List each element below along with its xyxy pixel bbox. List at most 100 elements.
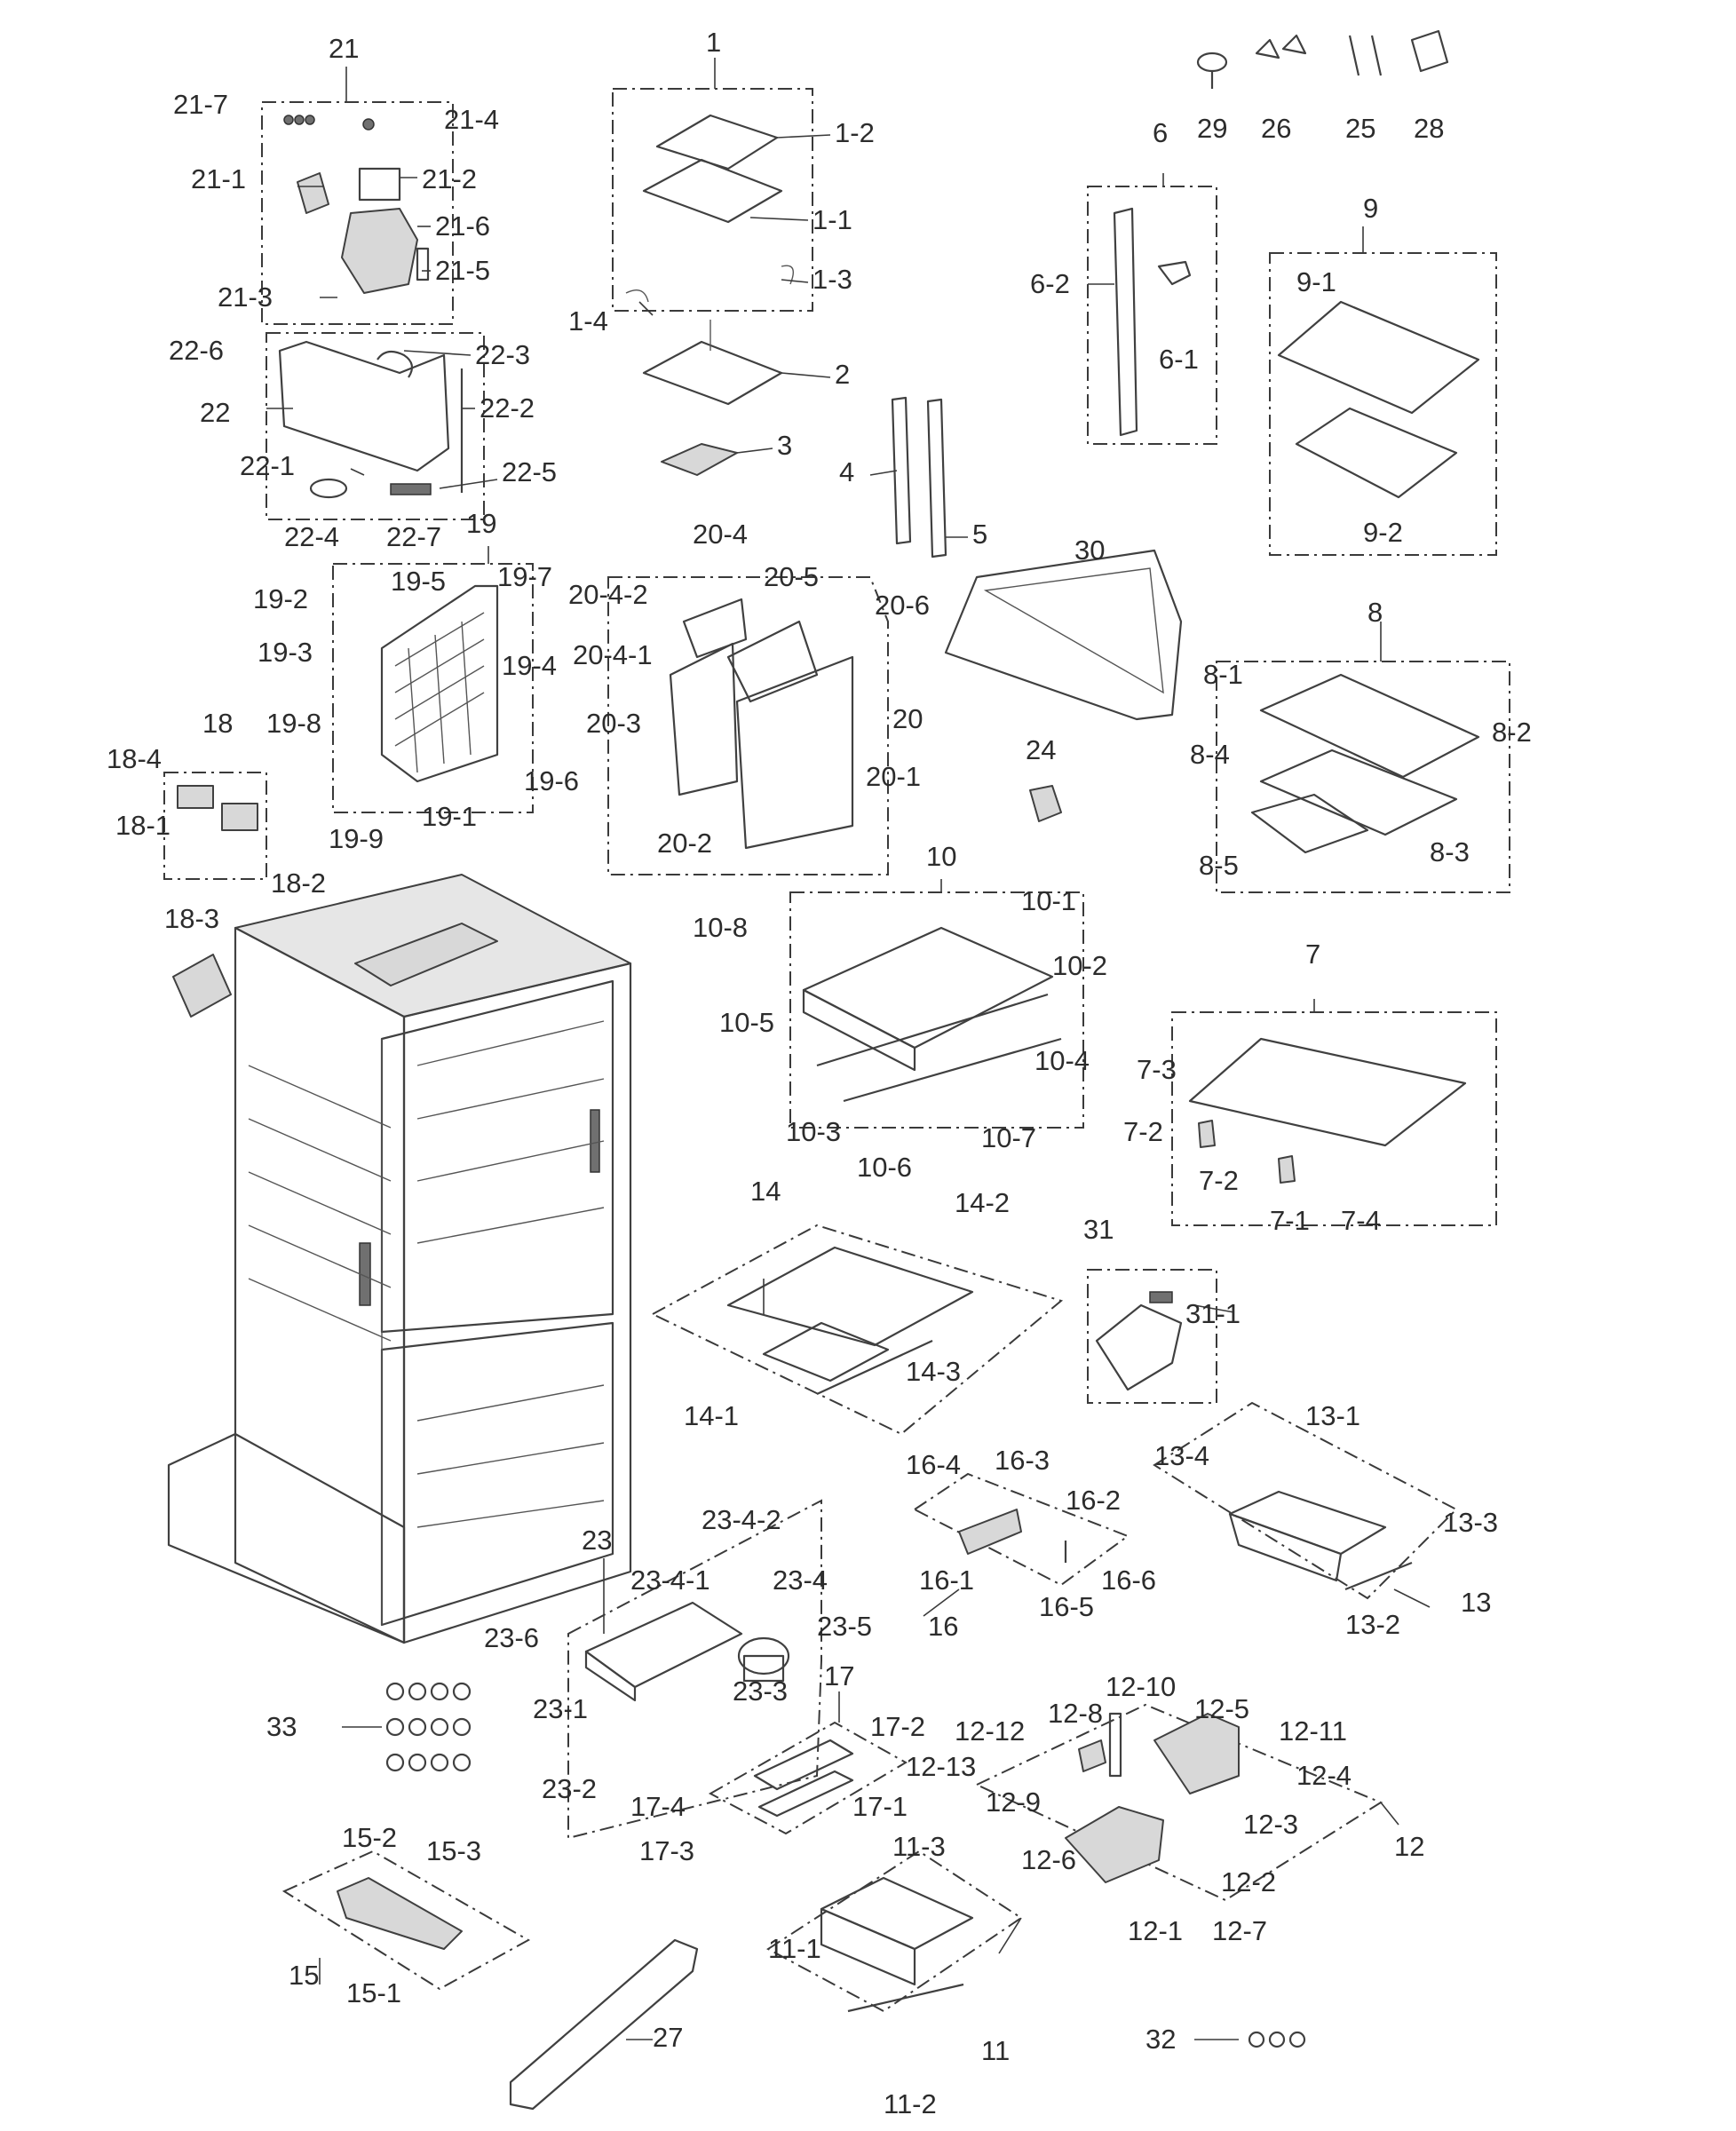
callout-12-4: 12-4 xyxy=(1296,1760,1352,1791)
group-box-22 xyxy=(266,332,485,520)
callout-20-4-2: 20-4-2 xyxy=(568,579,648,610)
group-box-6 xyxy=(1087,186,1217,445)
callout-20: 20 xyxy=(892,703,923,734)
group-box-23 xyxy=(567,1499,822,1840)
part-14-tray-drawing xyxy=(726,1246,974,1395)
callout-9: 9 xyxy=(1363,193,1378,224)
callout-2: 2 xyxy=(835,359,850,390)
callout-10-5: 10-5 xyxy=(719,1007,774,1038)
callout-16: 16 xyxy=(928,1611,958,1642)
callout-12-6: 12-6 xyxy=(1021,1844,1076,1875)
leader-lines xyxy=(266,58,1431,2040)
part-31-drawing xyxy=(1095,1291,1183,1391)
group-box-10 xyxy=(789,891,1084,1129)
callout-26: 26 xyxy=(1261,113,1291,144)
group-box-1 xyxy=(612,88,813,312)
callout-7-2a: 7-2 xyxy=(1123,1116,1163,1147)
callout-12-12: 12-12 xyxy=(955,1715,1025,1747)
callout-19-9: 19-9 xyxy=(329,823,384,854)
hardware-drawings xyxy=(385,29,1449,2048)
callout-19-3: 19-3 xyxy=(258,637,313,668)
callout-13-4: 13-4 xyxy=(1154,1440,1209,1471)
callout-23-4-2: 23-4-2 xyxy=(702,1504,781,1535)
callout-1: 1 xyxy=(706,27,721,58)
group-box-9 xyxy=(1269,252,1497,556)
callout-18-2: 18-2 xyxy=(271,867,326,899)
callout-8: 8 xyxy=(1367,597,1383,628)
callout-31-1: 31-1 xyxy=(1185,1298,1241,1329)
callout-12-3: 12-3 xyxy=(1243,1809,1298,1840)
callout-17: 17 xyxy=(824,1660,854,1691)
callout-22-3: 22-3 xyxy=(475,339,530,370)
callout-20-2: 20-2 xyxy=(657,828,712,859)
callout-17-4: 17-4 xyxy=(630,1791,686,1822)
callout-8-1: 8-1 xyxy=(1203,659,1243,690)
part-27-drawing xyxy=(509,1938,699,2111)
callout-21-6: 21-6 xyxy=(435,210,490,242)
callout-20-4-1: 20-4-1 xyxy=(573,639,653,670)
callout-8-4: 8-4 xyxy=(1190,739,1230,770)
callout-29: 29 xyxy=(1197,113,1227,144)
part-13-drawer-drawing xyxy=(1228,1490,1413,1591)
callout-10-7: 10-7 xyxy=(981,1122,1036,1153)
part-16-drawing xyxy=(958,1509,1067,1563)
callout-9-1: 9-1 xyxy=(1296,266,1336,297)
group-box-17 xyxy=(708,1721,908,1835)
callout-12-7: 12-7 xyxy=(1212,1915,1267,1946)
callout-11: 11 xyxy=(981,2035,1010,2066)
callout-5: 5 xyxy=(972,519,987,550)
callout-22-5: 22-5 xyxy=(502,456,557,487)
callout-19-4: 19-4 xyxy=(502,650,557,681)
callout-33: 33 xyxy=(266,1711,297,1742)
part-30-housing-drawing xyxy=(944,549,1183,721)
group-box-19 xyxy=(332,563,534,813)
part-20-evap-cover-drawing xyxy=(669,598,854,850)
callout-22-1: 22-1 xyxy=(240,450,295,481)
part-6-rail-drawing xyxy=(1113,207,1192,437)
callout-11-2: 11-2 xyxy=(884,2088,937,2119)
callout-23-5: 23-5 xyxy=(817,1611,872,1642)
callout-22-4: 22-4 xyxy=(284,521,339,552)
callout-24: 24 xyxy=(1026,734,1056,765)
group-box-7 xyxy=(1171,1011,1497,1226)
callout-17-2: 17-2 xyxy=(870,1711,925,1742)
callout-23: 23 xyxy=(582,1525,612,1556)
callout-23-2: 23-2 xyxy=(542,1773,597,1804)
callout-21-3: 21-3 xyxy=(218,281,273,313)
callout-22: 22 xyxy=(200,397,230,428)
callout-10-1: 10-1 xyxy=(1021,885,1076,916)
callout-23-1: 23-1 xyxy=(533,1693,588,1724)
callout-15-2: 15-2 xyxy=(342,1822,397,1853)
callout-15-1: 15-1 xyxy=(346,1977,401,2008)
callout-12-1: 12-1 xyxy=(1128,1915,1183,1946)
callout-16-3: 16-3 xyxy=(995,1445,1050,1476)
callout-1-3: 1-3 xyxy=(813,264,852,295)
part-18-drawing xyxy=(177,785,258,831)
callout-19: 19 xyxy=(466,508,496,539)
callout-16-6: 16-6 xyxy=(1101,1565,1156,1596)
callout-7-3: 7-3 xyxy=(1137,1054,1177,1085)
callout-12-5: 12-5 xyxy=(1194,1693,1249,1724)
callout-19-2: 19-2 xyxy=(253,583,308,614)
group-box-15 xyxy=(281,1850,531,1991)
callout-1-4: 1-4 xyxy=(568,305,608,337)
callout-21: 21 xyxy=(329,33,359,64)
callout-20-6: 20-6 xyxy=(875,590,930,621)
callout-12-11: 12-11 xyxy=(1279,1715,1347,1747)
callout-17-3: 17-3 xyxy=(639,1835,694,1866)
group-box-20 xyxy=(607,576,889,875)
callout-10-2: 10-2 xyxy=(1052,950,1107,981)
part-24-drawing xyxy=(1029,785,1062,822)
part-1-upper-cover-drawing xyxy=(625,114,794,476)
callout-1-2: 1-2 xyxy=(835,117,875,148)
callout-12-8: 12-8 xyxy=(1048,1698,1103,1729)
callout-21-5: 21-5 xyxy=(435,255,490,286)
callout-13-1: 13-1 xyxy=(1305,1400,1360,1431)
callout-31: 31 xyxy=(1083,1214,1114,1245)
callout-10-6: 10-6 xyxy=(857,1152,912,1183)
callout-23-6: 23-6 xyxy=(484,1622,539,1653)
callout-18-3: 18-3 xyxy=(164,903,219,934)
callout-19-6: 19-6 xyxy=(524,765,579,796)
callout-19-7: 19-7 xyxy=(497,561,552,592)
